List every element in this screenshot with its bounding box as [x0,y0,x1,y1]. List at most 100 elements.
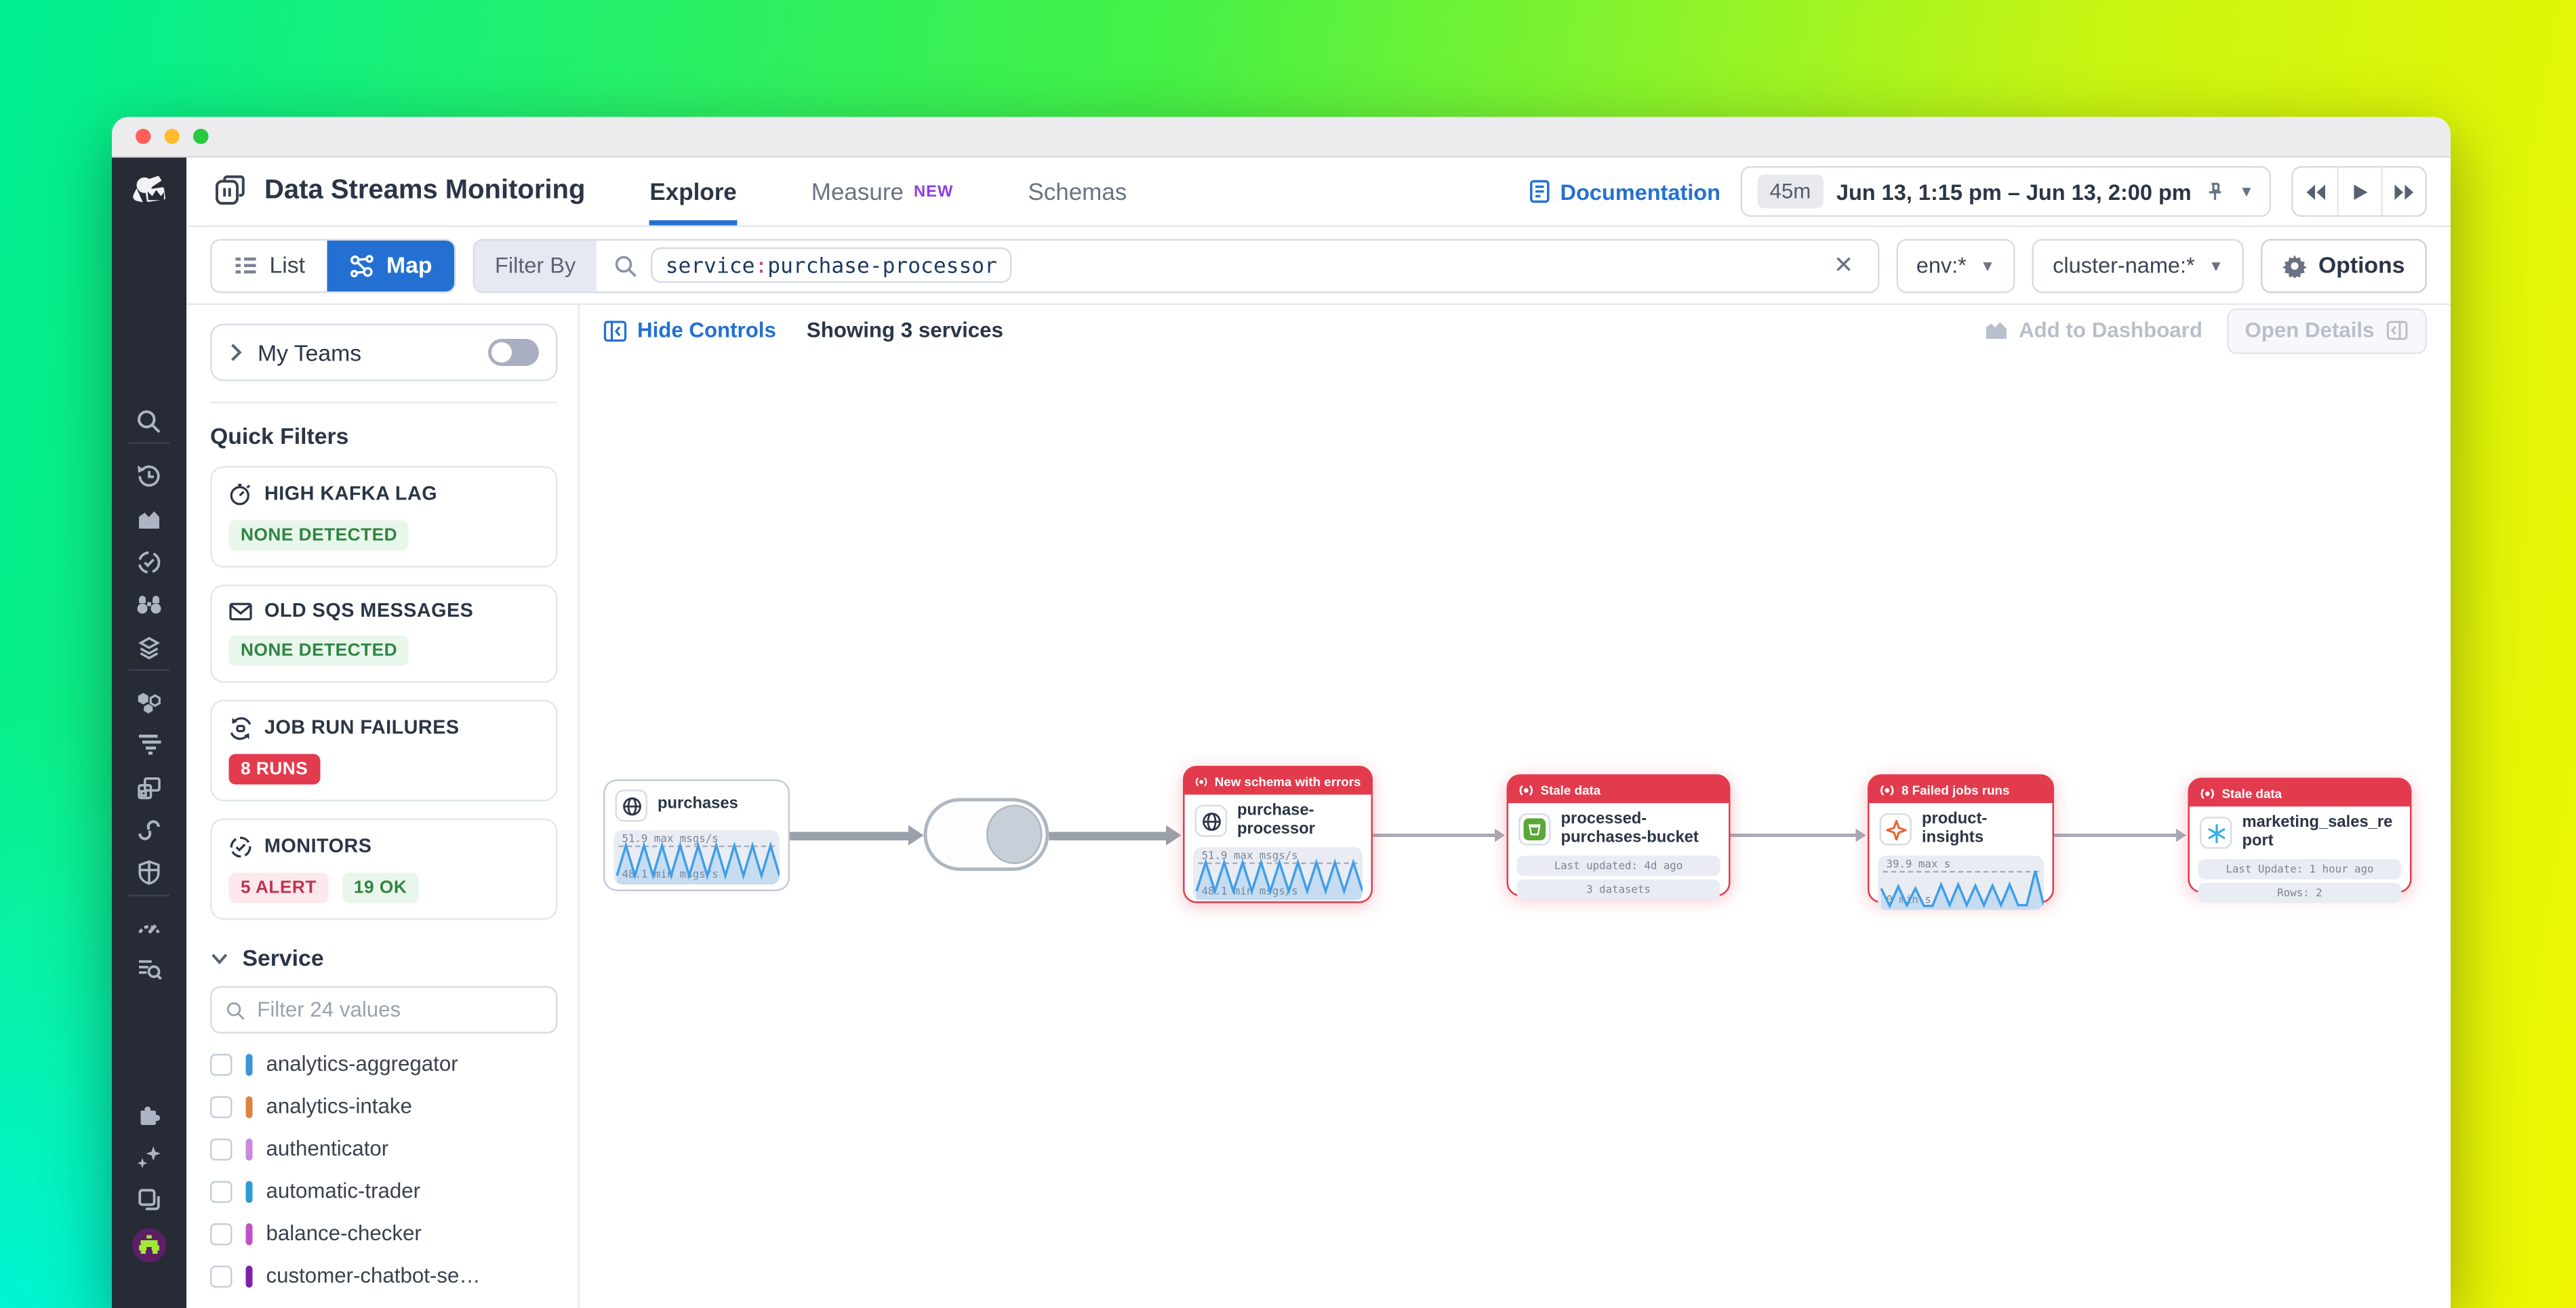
view-toggle: List Map [210,238,456,293]
rum-windows-icon[interactable] [129,771,169,805]
ai-sparkles-icon[interactable] [129,1141,169,1174]
rail-divider [129,669,169,671]
showing-services-count: Showing 3 services [806,319,1003,342]
ci-pipeline-icon[interactable] [129,813,169,847]
node-processed-purchases-bucket[interactable]: Stale data processed-purchases-bucket La… [1506,774,1731,901]
sparkline-chart [1195,859,1363,901]
rewind-button[interactable] [2293,168,2337,216]
copy-windows-icon[interactable] [129,1183,169,1217]
node-marketing-sales-report[interactable]: Stale data marketing_sales_report Last U… [2188,777,2412,904]
infrastructure-hexagons-icon[interactable] [129,684,169,718]
service-facet-header[interactable]: Service [210,945,558,971]
quick-filter-monitors[interactable]: MONITORS 5 ALERT 19 OK [210,818,558,920]
service-item[interactable]: automatic-trader [210,1179,558,1203]
quick-filter-job-run-failures[interactable]: JOB RUN FAILURES 8 RUNS [210,699,558,802]
left-nav-rail [112,157,186,1308]
edge-arrow [1373,834,1498,837]
service-item[interactable]: emailer [210,1307,558,1308]
node-queue-capsule[interactable] [923,798,1049,871]
quick-filter-high-kafka-lag[interactable]: HIGH KAFKA LAG NONE DETECTED [210,466,558,568]
map-canvas[interactable]: Hide Controls Showing 3 services Add to … [580,305,2451,1308]
service-color-pill [245,1095,253,1118]
service-filter-input[interactable] [257,998,542,1022]
chevron-down-icon[interactable]: ▼ [2238,183,2254,200]
service-color-pill [245,1052,253,1076]
play-button[interactable] [2337,167,2381,216]
chevron-right-icon[interactable] [229,342,243,363]
options-button[interactable]: Options [2261,238,2427,293]
collapse-panel-icon [603,320,627,341]
checkbox[interactable] [210,1222,233,1245]
node-alert-header: 8 Failed jobs runs [1869,776,2053,803]
node-purchases[interactable]: purchases 51.9 max msgs/s 48.1 min msgs/… [603,779,790,891]
security-shield-icon[interactable] [129,856,169,890]
checkbox[interactable] [210,1052,233,1076]
integrations-puzzle-icon[interactable] [129,1097,169,1130]
hide-controls-button[interactable]: Hide Controls [603,319,776,342]
document-icon [1529,180,1549,203]
quick-filter-old-sqs-messages[interactable]: OLD SQS MESSAGES NONE DETECTED [210,584,558,683]
add-to-dashboard-button[interactable]: Add to Dashboard [1985,319,2202,342]
history-icon[interactable] [129,459,169,493]
snowflake-icon [2200,817,2232,849]
search-icon[interactable] [129,405,169,439]
service-item[interactable]: analytics-intake [210,1095,558,1118]
checkbox[interactable] [210,1137,233,1160]
list-view-button[interactable]: List [212,239,327,291]
zoom-window-button[interactable] [193,129,209,144]
my-teams-toggle-row[interactable]: My Teams [210,323,558,382]
clear-search-icon[interactable]: ✕ [1833,251,1854,278]
logs-icon[interactable] [129,952,169,986]
query-token[interactable]: service:purchase-processor [650,247,1013,283]
documentation-link[interactable]: Documentation [1528,179,1720,204]
metrics-chart-icon[interactable] [129,504,169,537]
user-avatar[interactable] [129,1228,169,1263]
apm-traces-icon[interactable] [129,727,169,761]
node-purchase-processor[interactable]: New schema with errors purchase-processo… [1183,766,1373,903]
minimize-window-button[interactable] [164,129,180,144]
tab-explore[interactable]: Explore [649,158,738,226]
node-product-insights[interactable]: 8 Failed jobs runs product-insights 39.9… [1868,774,2054,911]
time-range-selector[interactable]: 45m Jun 13, 1:15 pm – Jun 13, 2:00 pm ▼ [1741,166,2271,217]
service-item[interactable]: authenticator [210,1137,558,1161]
node-stat-rows: Last updated: 4d ago 3 datasets [1516,856,1720,901]
my-teams-switch[interactable] [488,339,539,366]
cluster-name-facet-dropdown[interactable]: cluster-name:*▼ [2032,238,2244,293]
globe-icon [1194,804,1227,838]
rail-divider [129,442,169,444]
throughput-sparkline-panel: 51.9 max msgs/s 48.1 min msgs/s [1193,847,1363,902]
checkbox[interactable] [210,1095,233,1118]
open-panel-icon [2387,321,2408,340]
edge-arrow [1049,831,1169,840]
service-item[interactable]: customer-chatbot-se… [210,1264,558,1288]
checkbox[interactable] [210,1265,233,1287]
edge-arrowhead [908,825,924,846]
gauge-icon[interactable] [129,910,169,944]
forward-button[interactable] [2381,167,2426,216]
service-item[interactable]: analytics-aggregator [210,1052,558,1076]
map-view-button[interactable]: Map [327,239,455,291]
chevron-down-icon[interactable] [210,952,229,965]
checkbox[interactable] [210,1180,233,1202]
pin-icon[interactable] [2205,180,2226,203]
monitors-icon[interactable] [129,546,169,579]
layers-icon[interactable] [129,630,169,664]
time-preset-chip[interactable]: 45m [1758,174,1823,209]
service-item[interactable]: balance-checker [210,1222,558,1246]
search-input[interactable]: service:purchase-processor ✕ [596,247,1877,283]
watchdog-binoculars-icon[interactable] [129,588,169,622]
edge-arrowhead [1855,828,1866,842]
service-filter-field[interactable] [210,986,558,1034]
service-color-pill [245,1137,253,1160]
close-window-button[interactable] [136,129,151,144]
service-color-pill [245,1307,253,1308]
filter-toolbar: List Map Filter By service:purchase-proc… [186,227,2451,305]
env-facet-dropdown[interactable]: env:*▼ [1895,238,2016,293]
datadog-logo-icon[interactable] [129,175,169,209]
open-details-button[interactable]: Open Details [2226,307,2427,354]
chevron-down-icon: ▼ [1979,256,1996,274]
service-color-pill [245,1180,253,1202]
sparkline-chart [1880,871,2044,911]
tab-schemas[interactable]: Schemas [1028,178,1127,205]
